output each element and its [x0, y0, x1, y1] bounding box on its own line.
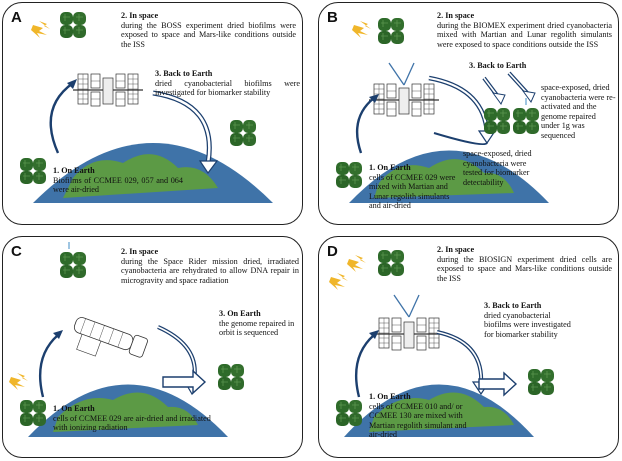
- step-body: cells of CCMEE 010 and/ or CCMEE 130 are…: [369, 401, 467, 440]
- step-title: 3. Back to Earth: [155, 69, 213, 78]
- step-body: during the BOSS experiment dried biofilm…: [121, 20, 296, 49]
- panel-b: B 2. In space during the BIOMEX experime…: [318, 2, 619, 225]
- panel-label-c: C: [11, 243, 22, 260]
- panel-d-step3: 3. Back to Earth dried cyanobacterial bi…: [484, 301, 576, 339]
- step-title: 1. On Earth: [53, 166, 95, 175]
- step-body: space-exposed, dried cyanobacteria were …: [541, 83, 616, 140]
- step-title: 2. In space: [121, 11, 159, 20]
- panel-c: C 2. In space during the Space Rider mis…: [2, 236, 303, 458]
- panel-c-step2: 2. In space during the Space Rider missi…: [121, 247, 299, 285]
- step-title: 3. On Earth: [219, 309, 261, 318]
- step-title: 2. In space: [437, 11, 475, 20]
- panel-b-step3-right: space-exposed, dried cyanobacteria were …: [541, 83, 616, 141]
- step-body: space-exposed, dried cyanobacteria were …: [463, 149, 532, 187]
- step-title: 2. In space: [121, 247, 159, 256]
- panel-d: D 2. In space during the BIOSIGN experim…: [318, 236, 619, 458]
- step-title: 1. On Earth: [369, 163, 411, 172]
- panel-d-step2: 2. In space during the BIOSIGN experimen…: [437, 245, 612, 283]
- panel-b-step3-left: space-exposed, dried cyanobacteria were …: [463, 149, 535, 187]
- step-body: cells of CCMEE 029 are air-dried and irr…: [53, 413, 211, 433]
- panel-b-step3-title: 3. Back to Earth: [469, 61, 549, 71]
- step-body: dried cyanobacterial biofilms were inves…: [484, 310, 571, 339]
- step-body: dried cyanobacterial biofilms were inves…: [155, 78, 300, 98]
- panel-d-step1: 1. On Earth cells of CCMEE 010 and/ or C…: [369, 392, 469, 440]
- panel-a-step1: 1. On Earth Biofilms of CCMEE 029, 057 a…: [53, 166, 183, 195]
- panel-label-a: A: [11, 9, 22, 26]
- step-body: Biofilms of CCMEE 029, 057 and 064 were …: [53, 175, 183, 195]
- step-title: 3. Back to Earth: [484, 301, 542, 310]
- panel-a-step3: 3. Back to Earth dried cyanobacterial bi…: [155, 69, 300, 98]
- panel-a: A 2. In space during the BOSS experiment…: [2, 2, 303, 225]
- step-title: 1. On Earth: [369, 392, 411, 401]
- step-title: 3. Back to Earth: [469, 61, 527, 70]
- step-body: during the Space Rider mission dried, ir…: [121, 256, 299, 285]
- step-title: 2. In space: [437, 245, 475, 254]
- panel-c-illustration: [9, 242, 245, 437]
- panel-a-illustration: [19, 11, 273, 203]
- step-body: cells of CCMEE 029 were mixed with Marti…: [369, 172, 456, 211]
- panel-c-step3: 3. On Earth the genome repaired in orbit…: [219, 309, 301, 338]
- step-body: during the BIOSIGN experiment dried cell…: [437, 254, 612, 283]
- panel-label-b: B: [327, 9, 338, 26]
- panel-b-step2: 2. In space during the BIOMEX experiment…: [437, 11, 612, 49]
- panel-d-illustration: [329, 249, 555, 437]
- step-body: the genome repaired in orbit is sequence…: [219, 318, 295, 338]
- panel-a-step2: 2. In space during the BOSS experiment d…: [121, 11, 296, 49]
- panel-c-step1: 1. On Earth cells of CCMEE 029 are air-d…: [53, 404, 213, 433]
- step-body: during the BIOMEX experiment dried cyano…: [437, 20, 612, 49]
- step-title: 1. On Earth: [53, 404, 95, 413]
- panel-label-d: D: [327, 243, 338, 260]
- panel-b-step1: 1. On Earth cells of CCMEE 029 were mixe…: [369, 163, 457, 211]
- panel-b-illustration: [335, 17, 549, 203]
